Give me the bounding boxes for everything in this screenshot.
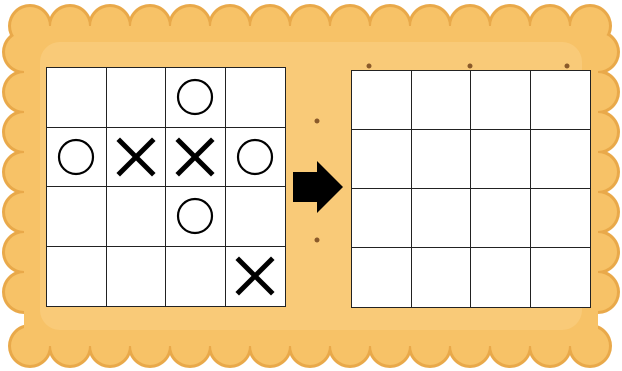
- cross-mark-icon: [175, 137, 215, 177]
- puzzle-grid-cell: [226, 68, 286, 128]
- puzzle-grid-cell: [47, 128, 107, 188]
- cracker-hole: [468, 64, 473, 69]
- puzzle-grid-cell: [47, 247, 107, 307]
- puzzle-grid-cell: [107, 187, 167, 247]
- answer-grid-cell: [352, 189, 412, 248]
- puzzle-grid-cell: [107, 68, 167, 128]
- answer-grid-cell: [531, 71, 591, 130]
- cross-mark-icon: [235, 256, 275, 296]
- answer-grid-cell: [412, 71, 472, 130]
- answer-grid-cell: [471, 248, 531, 307]
- cracker-hole: [565, 64, 570, 69]
- circle-mark-icon: [175, 77, 215, 117]
- puzzle-grid-cell: [226, 247, 286, 307]
- answer-grid-cell: [471, 71, 531, 130]
- puzzle-grid-cell: [226, 128, 286, 188]
- answer-grid-cell: [412, 130, 472, 189]
- answer-grid-cell: [352, 130, 412, 189]
- answer-grid-right: [351, 70, 591, 308]
- puzzle-grid-cell: [166, 128, 226, 188]
- puzzle-grid-cell: [166, 68, 226, 128]
- puzzle-grid-cell: [107, 128, 167, 188]
- puzzle-grid-cell: [166, 247, 226, 307]
- answer-grid-cell: [412, 189, 472, 248]
- puzzle-grid-cell: [107, 247, 167, 307]
- cracker-hole: [315, 238, 320, 243]
- circle-mark-icon: [175, 196, 215, 236]
- answer-grid-cell: [531, 248, 591, 307]
- cracker-hole: [367, 64, 372, 69]
- answer-grid-cell: [531, 130, 591, 189]
- puzzle-grid-cell: [226, 187, 286, 247]
- cracker-hole: [315, 119, 320, 124]
- puzzle-grid-cell: [166, 187, 226, 247]
- answer-grid-cell: [412, 248, 472, 307]
- circle-mark-icon: [235, 137, 275, 177]
- cross-mark-icon: [116, 137, 156, 177]
- puzzle-grid-cell: [47, 187, 107, 247]
- answer-grid-cell: [352, 248, 412, 307]
- puzzle-grid-left: [46, 67, 286, 307]
- answer-grid-cell: [471, 189, 531, 248]
- circle-mark-icon: [56, 137, 96, 177]
- answer-grid-cell: [352, 71, 412, 130]
- puzzle-grid-cell: [47, 68, 107, 128]
- answer-grid-cell: [471, 130, 531, 189]
- answer-grid-cell: [531, 189, 591, 248]
